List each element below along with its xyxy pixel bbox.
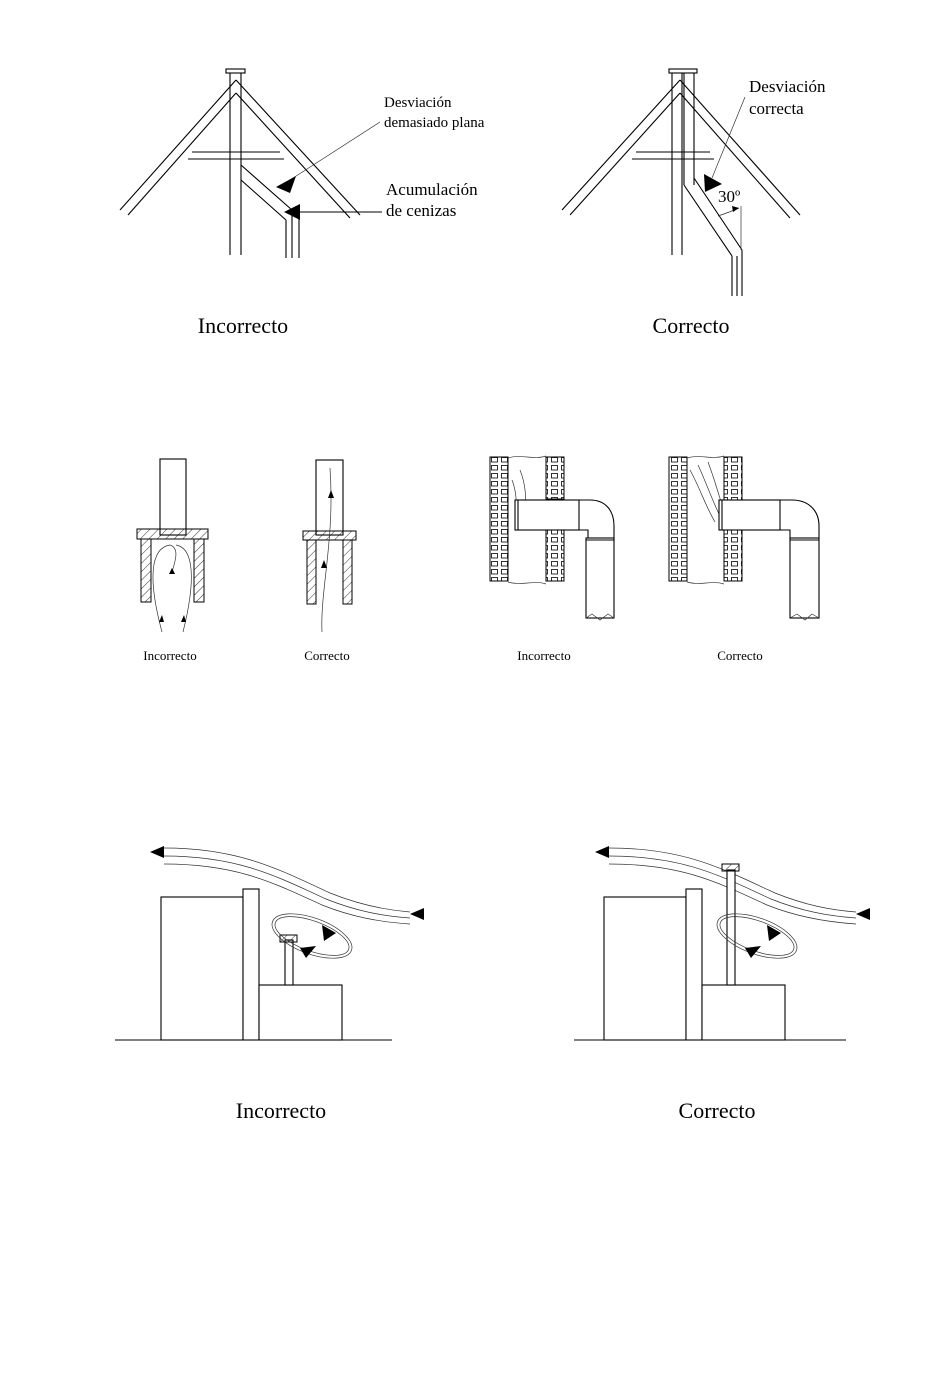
callout-offset-correct-line2: correcta [749, 99, 804, 118]
roof-correct-caption: Correcto [653, 313, 730, 338]
draft-cap-incorrect-caption: Incorrecto [143, 648, 196, 663]
wall-pass-incorrect-caption: Incorrecto [517, 648, 570, 663]
callout-offset-too-flat-line1: Desviación [384, 95, 452, 111]
angle-label: 30º [718, 187, 740, 206]
wind-correct-figure [574, 846, 870, 1040]
draft-cap-incorrect-figure [137, 459, 208, 632]
roof-incorrect-figure [120, 69, 382, 258]
draft-cap-correct-caption: Correcto [304, 648, 349, 663]
callout-ash-line2: de cenizas [386, 201, 456, 220]
draft-cap-correct-figure [303, 460, 356, 632]
roof-incorrect-caption: Incorrecto [198, 313, 288, 338]
wall-pass-correct-figure [669, 456, 819, 620]
callout-offset-too-flat-line2: demasiado plana [384, 115, 485, 131]
wind-incorrect-caption: Incorrecto [236, 1098, 326, 1123]
wind-correct-caption: Correcto [679, 1098, 756, 1123]
wall-pass-correct-caption: Correcto [717, 648, 762, 663]
wind-incorrect-figure [115, 846, 424, 1040]
callout-offset-correct-line1: Desviación [749, 77, 826, 96]
callout-ash-line1: Acumulación [386, 180, 478, 199]
wall-pass-incorrect-figure [490, 456, 614, 620]
